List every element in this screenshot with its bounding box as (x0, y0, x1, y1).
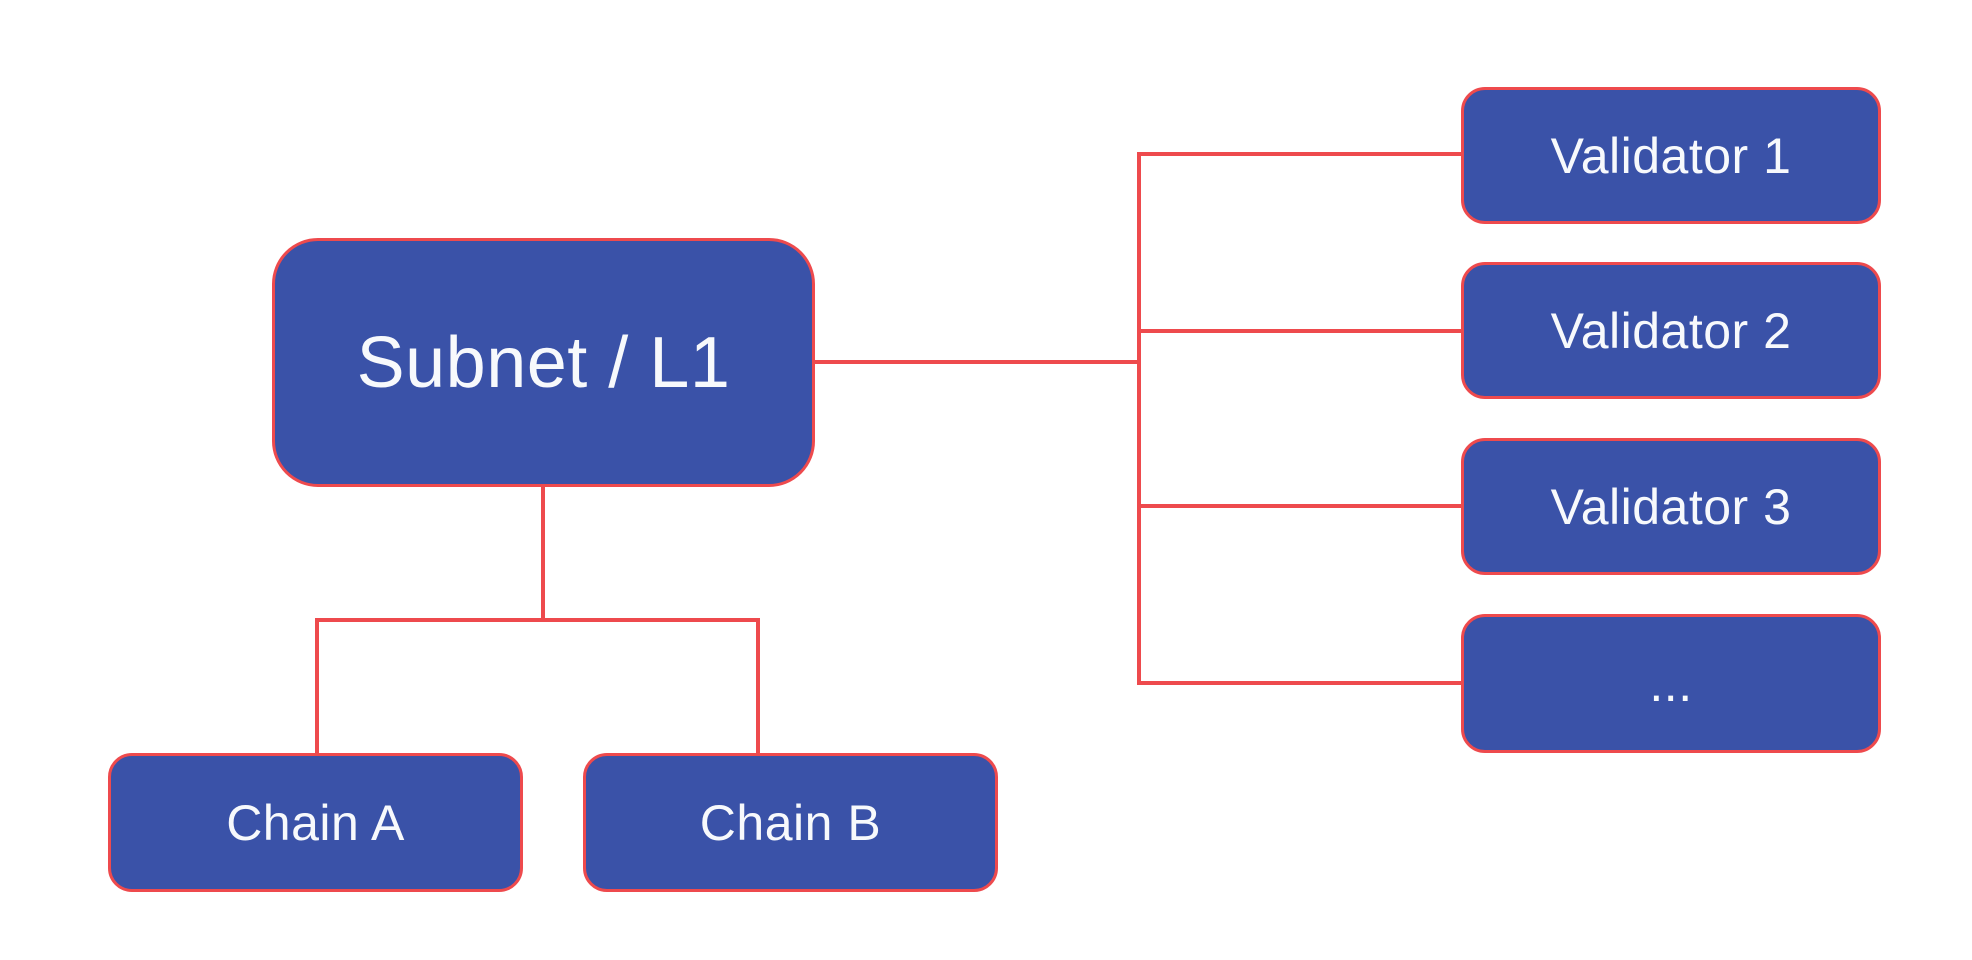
connector-branch-validator-2 (1139, 329, 1461, 333)
validator-2-label: Validator 2 (1550, 302, 1792, 359)
subnet-l1-label: Subnet / L1 (356, 322, 731, 403)
connector-drop-chain-b (756, 618, 760, 753)
chain-a-node: Chain A (108, 753, 523, 892)
validator-ellipsis-label: ... (1649, 655, 1693, 712)
connector-branch-ellipsis (1139, 681, 1461, 685)
validator-3-label: Validator 3 (1550, 478, 1792, 535)
connector-chains-crossbar (315, 618, 760, 622)
chain-b-label: Chain B (699, 794, 882, 851)
connector-validator-trunk (1137, 152, 1141, 685)
subnet-l1-node: Subnet / L1 (272, 238, 815, 487)
chain-a-label: Chain A (226, 794, 405, 851)
connector-branch-validator-3 (1139, 504, 1461, 508)
validator-1-node: Validator 1 (1461, 87, 1881, 224)
validator-ellipsis-node: ... (1461, 614, 1881, 753)
chain-b-node: Chain B (583, 753, 998, 892)
validator-2-node: Validator 2 (1461, 262, 1881, 399)
validator-1-label: Validator 1 (1550, 127, 1792, 184)
connector-drop-chain-a (315, 618, 319, 753)
validator-3-node: Validator 3 (1461, 438, 1881, 575)
connector-subnet-to-trunk (815, 360, 1139, 364)
connector-subnet-down (541, 487, 545, 622)
connector-branch-validator-1 (1139, 152, 1461, 156)
